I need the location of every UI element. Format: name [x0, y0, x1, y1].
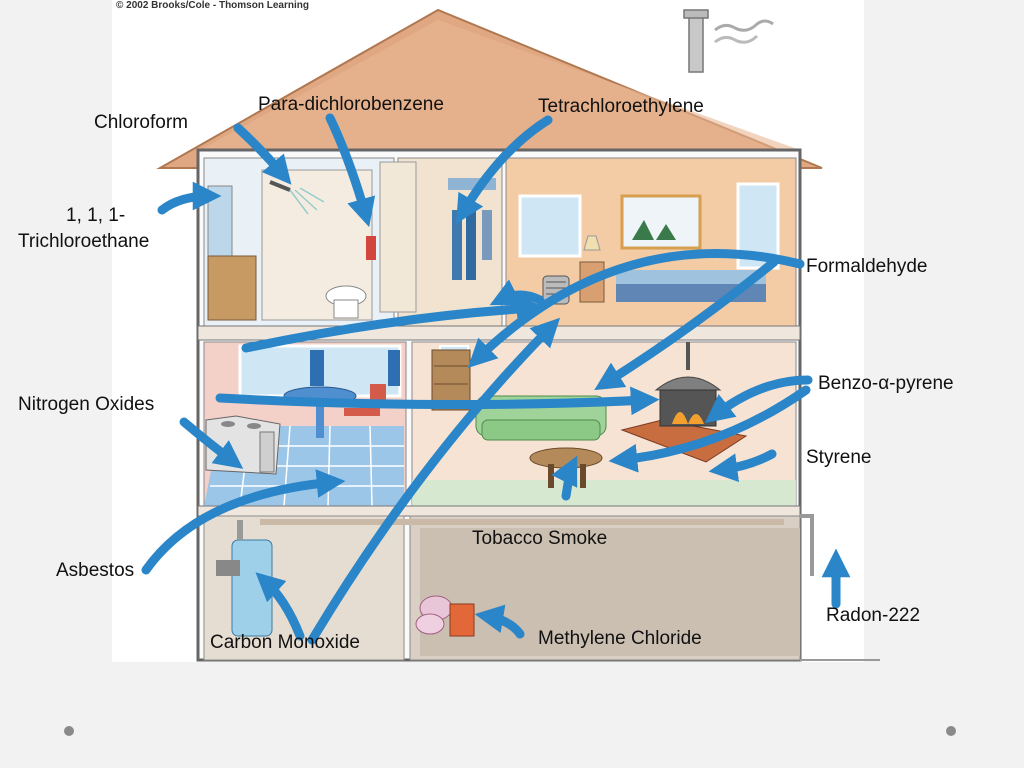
label-radon-222: Radon-222	[826, 605, 921, 626]
arrow-tetrachloroethylene	[456, 115, 553, 224]
arrow-formaldehyde-up	[467, 249, 805, 369]
arrow-icon	[141, 113, 851, 645]
label-styrene: Styrene	[806, 447, 872, 468]
arrow-nitrogen-oxides	[215, 386, 660, 416]
bullet-dot-right	[946, 726, 956, 736]
label-trichloroethane-line1: 1, 1, 1-	[66, 205, 126, 226]
arrow-styrene	[708, 449, 777, 482]
arrow-para-dichlorobenzene	[325, 113, 376, 228]
arrow-benzo-pyrene	[704, 375, 813, 424]
arrow-chloroform	[233, 123, 292, 185]
arrow-benzo-pyrene-2	[608, 385, 811, 473]
arrow-trichloroethane	[157, 181, 222, 215]
chimney-icon	[683, 9, 774, 73]
arrow-upstairs	[241, 294, 546, 353]
arrow-nitrogen-oxides-2	[179, 417, 244, 469]
label-tobacco-smoke: Tobacco Smoke	[472, 528, 608, 549]
closet	[379, 157, 503, 327]
arrow-asbestos	[141, 469, 346, 575]
arrow-carbon-monoxide-up	[307, 317, 561, 645]
arrow-formaldehyde-down	[594, 257, 779, 391]
arrow-formaldehyde-room	[489, 279, 545, 306]
copyright-text: © 2002 Brooks/Cole - Thomson Learning	[116, 0, 309, 11]
label-para-dichlorobenzene: Para-dichlorobenzene	[258, 94, 444, 115]
living-room	[411, 341, 797, 507]
label-asbestos: Asbestos	[56, 560, 135, 581]
label-trichloroethane-line2: Trichloroethane	[18, 231, 150, 252]
bullet-dot-left	[64, 726, 74, 736]
arrow-carbon-monoxide	[255, 572, 305, 641]
label-tetrachloroethylene: Tetrachloroethylene	[538, 96, 704, 117]
label-benzo-pyrene: Benzo-α-pyrene	[818, 373, 954, 394]
label-carbon-monoxide: Carbon Monoxide	[210, 632, 360, 653]
arrow-tobacco-smoke	[551, 455, 578, 501]
arrow-methylene-chloride	[474, 604, 525, 639]
label-nitrogen-oxides: Nitrogen Oxides	[18, 394, 155, 415]
label-methylene-chloride: Methylene Chloride	[538, 628, 702, 649]
bathroom	[203, 157, 395, 327]
label-chloroform: Chloroform	[94, 112, 188, 133]
radon-pipe	[800, 514, 814, 576]
label-formaldehyde: Formaldehyde	[806, 256, 928, 277]
